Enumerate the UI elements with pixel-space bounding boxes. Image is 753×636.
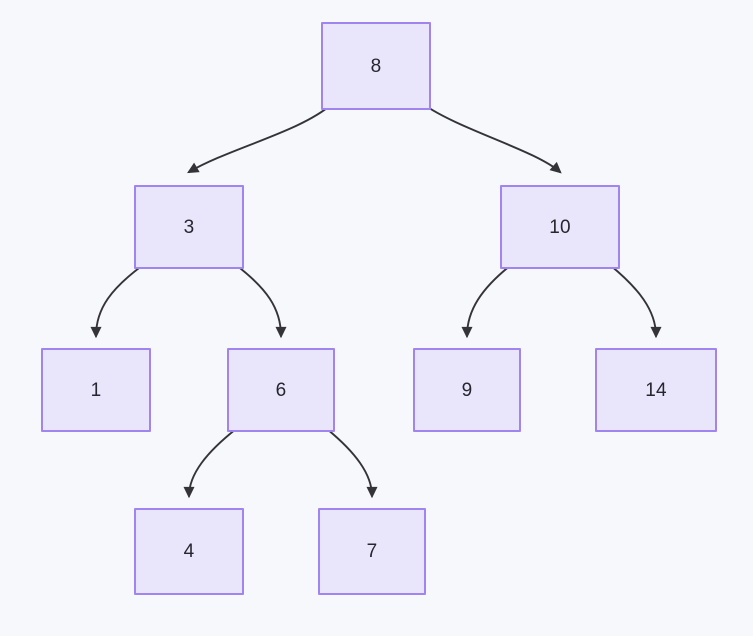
tree-node-label: 10 [549,216,571,238]
tree-node-9[interactable]: 9 [413,348,521,432]
tree-node-1[interactable]: 1 [41,348,151,432]
tree-node-label: 1 [90,379,102,401]
tree-node-label: 9 [461,379,473,401]
tree-edge-n8-to-n3 [187,103,333,174]
tree-edge-n10-to-n9 [461,264,512,339]
tree-node-6[interactable]: 6 [227,348,335,432]
tree-edge-n6-to-n7 [326,428,378,499]
tree-edge-n3-to-n6 [235,264,287,339]
tree-edges [90,103,662,499]
tree-node-3[interactable]: 3 [134,185,244,269]
tree-node-label: 7 [366,541,378,562]
tree-edge-n10-to-n14 [609,264,662,339]
tree-node-label: 4 [183,541,195,562]
tree-node-label: 6 [275,379,287,401]
tree-node-7[interactable]: 7 [318,508,426,595]
tree-node-4[interactable]: 4 [134,508,244,595]
tree-node-label: 8 [370,55,382,77]
tree-edge-n3-to-n1 [90,264,144,339]
tree-edge-n6-to-n4 [183,428,237,499]
tree-node-label: 3 [183,216,195,238]
tree-node-8[interactable]: 8 [321,22,431,110]
tree-node-10[interactable]: 10 [500,185,620,269]
tree-edge-n8-to-n10 [422,103,562,174]
tree-node-label: 14 [645,379,667,401]
tree-node-14[interactable]: 14 [595,348,717,432]
